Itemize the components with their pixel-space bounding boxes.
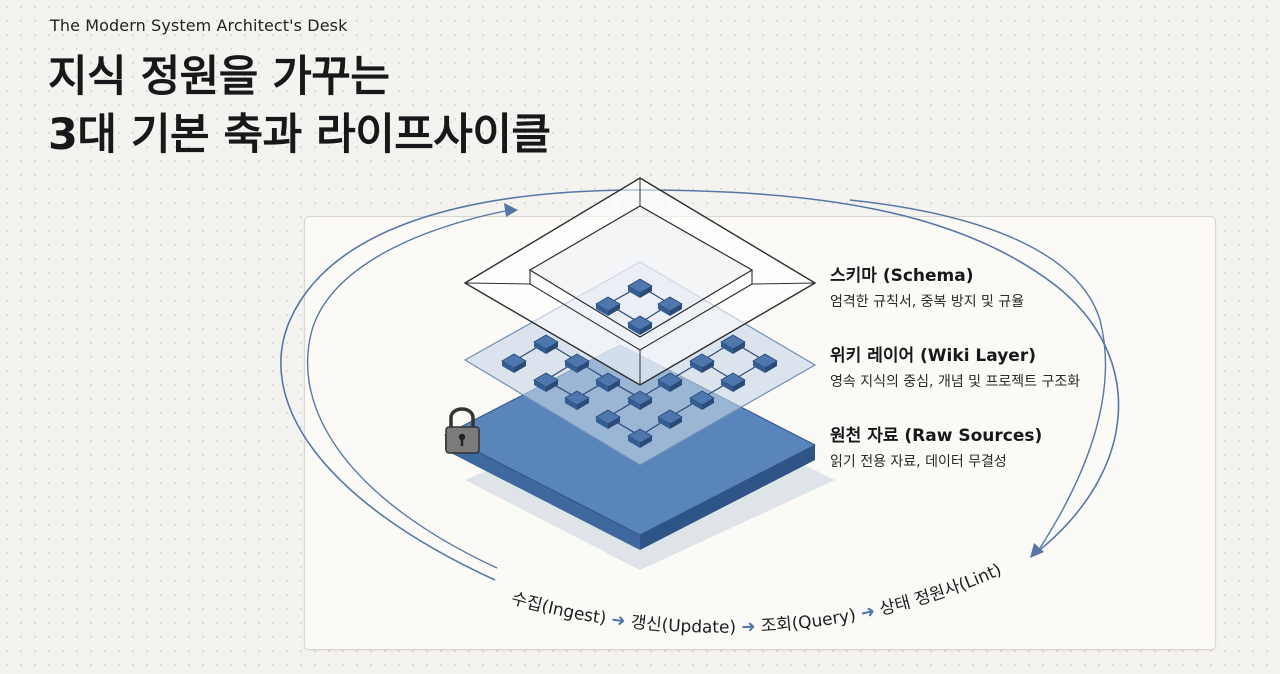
lock-icon (445, 407, 480, 454)
cycle-ring-inner (307, 209, 511, 569)
cycle-arrow-icon: ➜ (610, 610, 632, 632)
node-cube (595, 296, 621, 316)
node-cube (720, 372, 746, 392)
node-cube (689, 390, 715, 410)
slab-left-side (445, 435, 640, 550)
node-cube (627, 390, 653, 410)
node-cube (657, 372, 683, 392)
wiki-nodes (501, 334, 778, 448)
raw-sources-label-group: 원천 자료 (Raw Sources) 읽기 전용 자료, 데이터 무결성 (830, 425, 1042, 473)
node-cube (595, 409, 621, 429)
node-cube (752, 353, 778, 373)
cycle-arrow-icon: ➜ (741, 617, 761, 638)
cycle-steps: 수집(Ingest) ➜ 갱신(Update) ➜ 조회(Query) ➜ 상태… (509, 560, 1005, 638)
node-cube (501, 353, 527, 373)
raw-sources-title: 원천 자료 (Raw Sources) (830, 426, 1043, 446)
title-line-1: 지식 정원을 가꾸는 (48, 52, 390, 102)
cycle-arrow-icon (504, 203, 518, 217)
cycle-step-lint: 상태 정원사(Lint) (878, 560, 1005, 620)
schema-label-group: 스키마 (Schema) 엄격한 규칙서, 중복 방지 및 규율 (830, 265, 1024, 313)
schema-description: 엄격한 규칙서, 중복 방지 및 규율 (830, 294, 1025, 310)
cycle-step-update: 갱신(Update) (630, 612, 737, 637)
schema-nodes (595, 278, 683, 335)
slab-right-side (640, 445, 815, 550)
node-cube (595, 372, 621, 392)
node-cube (657, 296, 683, 316)
node-cube (564, 353, 590, 373)
node-cube (627, 428, 653, 448)
wiki-layer-label-group: 위키 레이어 (Wiki Layer) 영속 지식의 중심, 개념 및 프로젝트… (830, 345, 1080, 393)
cycle-ring-right (849, 199, 1107, 549)
title-line-2: 3대 기본 축과 라이프사이클 (48, 110, 551, 160)
schema-title: 스키마 (Schema) (830, 266, 974, 286)
page-title: 지식 정원을 가꾸는 3대 기본 축과 라이프사이클 (48, 48, 551, 164)
cycle-step-ingest: 수집(Ingest) (509, 589, 608, 629)
cycle-arrow-icon: ➜ (859, 600, 882, 624)
kicker: The Modern System Architect's Desk (50, 16, 348, 35)
node-cube (627, 278, 653, 298)
node-cube (720, 334, 746, 354)
node-cube (533, 372, 559, 392)
node-cube (627, 315, 653, 335)
node-cube (533, 334, 559, 354)
wiki-layer-description: 영속 지식의 중심, 개념 및 프로젝트 구조화 (830, 374, 1081, 390)
cycle-arrow-icon (1030, 543, 1044, 558)
node-cube (657, 409, 683, 429)
node-cube (564, 390, 590, 410)
wiki-layer-title: 위키 레이어 (Wiki Layer) (830, 346, 1036, 366)
node-cube (689, 353, 715, 373)
raw-sources-description: 읽기 전용 자료, 데이터 무결성 (830, 454, 1007, 470)
cycle-step-query: 조회(Query) (760, 605, 857, 636)
